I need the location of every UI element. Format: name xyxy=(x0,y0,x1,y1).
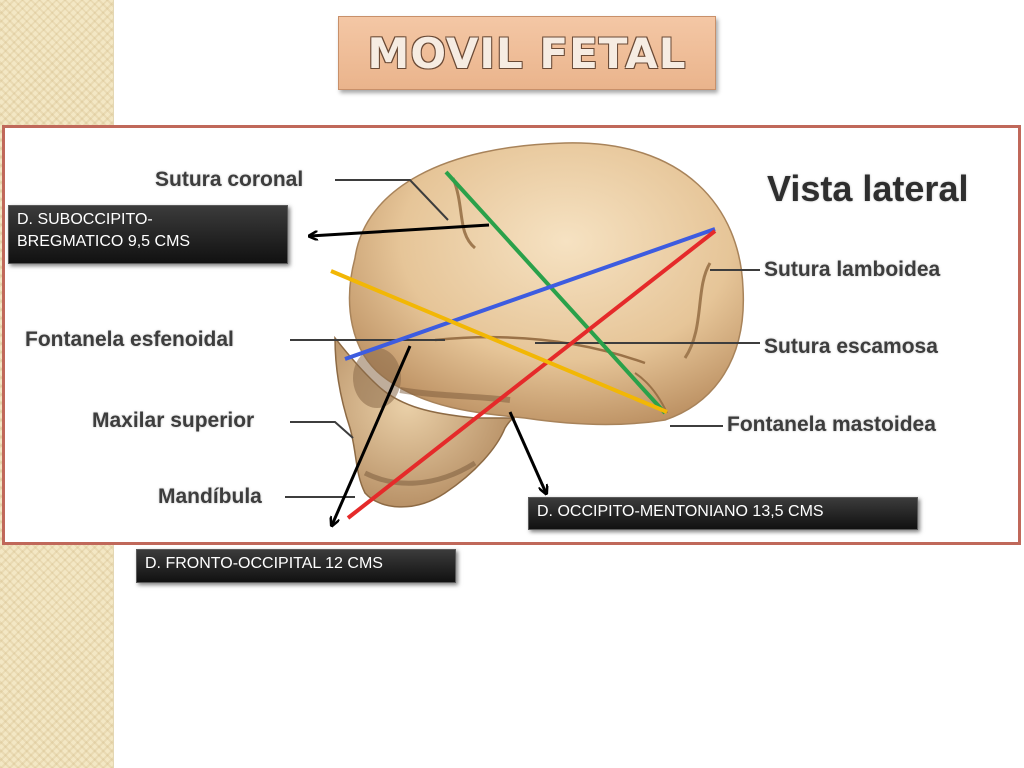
diameter-line-blue xyxy=(344,227,716,361)
label-maxilar-superior: Maxilar superior xyxy=(92,409,255,432)
arrow-fronto-occipital xyxy=(332,345,412,525)
diameter-line-green xyxy=(444,170,667,415)
callout-suboccipito-line2: BREGMATICO 9,5 CMS xyxy=(17,233,191,250)
skull-orbit xyxy=(353,348,401,408)
diameter-line-yellow xyxy=(330,269,668,414)
arrow-suboccipito xyxy=(310,223,490,236)
skull-diagram xyxy=(285,142,760,542)
leader-sutura-coronal xyxy=(335,179,449,221)
diagram-frame: Vista lateral Sutura coronal Fontanela e… xyxy=(2,125,1021,545)
label-mandibula: Mandíbula xyxy=(158,485,262,508)
diameter-line-red xyxy=(346,229,717,520)
skull-mandible-shadow xyxy=(363,460,477,486)
callout-suboccipito-bregmatico: D. SUBOCCIPITO- BREGMATICO 9,5 CMS xyxy=(8,205,288,264)
callout-suboccipito-line1: D. SUBOCCIPITO- xyxy=(17,211,153,228)
label-fontanela-mastoidea: Fontanela mastoidea xyxy=(727,413,936,436)
label-sutura-escamosa: Sutura escamosa xyxy=(764,335,938,358)
slide-title: MOVIL FETAL xyxy=(367,28,687,78)
label-sutura-lamboidea: Sutura lamboidea xyxy=(764,258,941,281)
sutura-coronal-line xyxy=(451,177,477,250)
view-title: Vista lateral xyxy=(767,168,969,209)
sutura-escamosa-line xyxy=(434,335,646,365)
slide-title-box: MOVIL FETAL xyxy=(338,16,716,90)
arrow-occipito-mentoniano xyxy=(508,411,546,493)
label-fontanela-esfenoidal: Fontanela esfenoidal xyxy=(25,328,234,351)
leader-maxilar-superior xyxy=(290,421,354,439)
callout-occipito-mentoniano: D. OCCIPITO-MENTONIANO 13,5 CMS xyxy=(528,497,918,530)
sutura-lamboidea-line xyxy=(683,262,712,359)
label-sutura-coronal: Sutura coronal xyxy=(155,168,304,191)
callout-fronto-occipital: D. FRONTO-OCCIPITAL 12 CMS xyxy=(136,549,456,583)
